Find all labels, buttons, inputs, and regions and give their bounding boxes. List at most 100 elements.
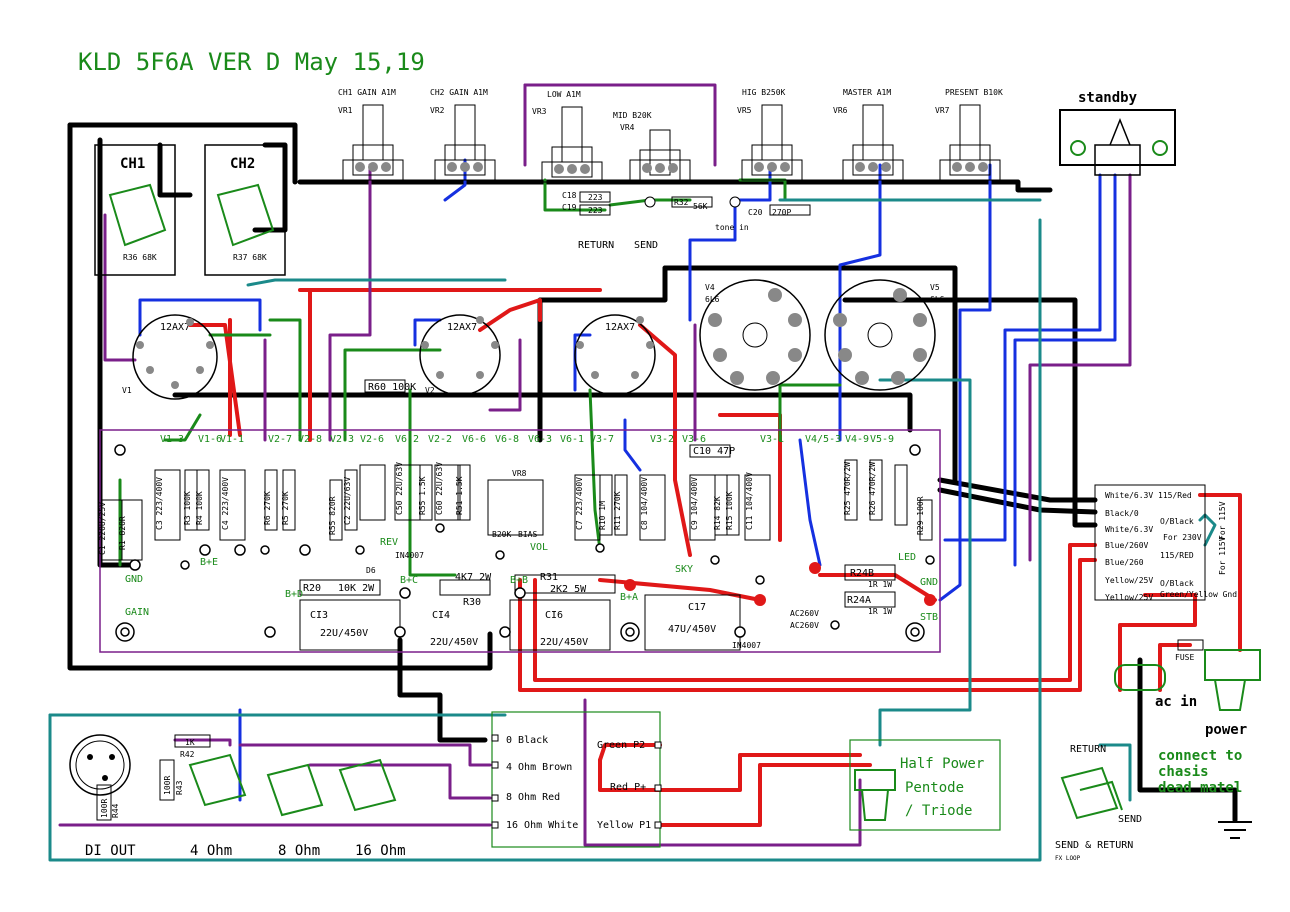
fx-loop-jacks: RETURN SEND SEND & RETURN FX LOOP — [1055, 744, 1142, 862]
svg-text:4 Ohm Brown: 4 Ohm Brown — [506, 762, 572, 773]
svg-text:chasis: chasis — [1158, 764, 1209, 780]
svg-text:R11 270K: R11 270K — [613, 491, 622, 530]
svg-text:REV: REV — [380, 537, 398, 548]
svg-text:C19: C19 — [562, 203, 577, 212]
svg-text:B20K: B20K — [492, 530, 511, 539]
svg-text:C17: C17 — [688, 602, 706, 613]
svg-text:GND: GND — [125, 574, 143, 585]
svg-text:V6-6: V6-6 — [462, 434, 486, 445]
svg-text:FX LOOP: FX LOOP — [1055, 855, 1081, 862]
svg-text:CH1 GAIN A1M: CH1 GAIN A1M — [338, 88, 396, 97]
svg-text:R15 100K: R15 100K — [725, 491, 734, 530]
svg-text:RETURN: RETURN — [1070, 744, 1106, 755]
svg-text:MASTER A1M: MASTER A1M — [843, 88, 891, 97]
svg-text:R31: R31 — [540, 572, 558, 583]
output-transformer-block: 0 Black 4 Ohm Brown 8 Ohm Red 16 Ohm Whi… — [491, 711, 662, 848]
svg-text:CI3: CI3 — [310, 610, 328, 621]
svg-text:V2-3: V2-3 — [330, 434, 354, 445]
svg-text:VR6: VR6 — [833, 106, 848, 115]
svg-text:C7 223/400V: C7 223/400V — [575, 477, 584, 530]
svg-text:Red P+: Red P+ — [610, 782, 646, 793]
board-values: C1 220U/25V R1 820R C3 223/400V R3 100K … — [98, 382, 938, 650]
svg-text:V2: V2 — [425, 386, 435, 395]
svg-text:V5: V5 — [930, 283, 940, 292]
svg-text:R1 820R: R1 820R — [118, 516, 127, 550]
svg-text:Black/0: Black/0 — [1105, 509, 1139, 518]
svg-text:R3 100K: R3 100K — [183, 491, 192, 525]
svg-text:R37 68K: R37 68K — [233, 253, 267, 262]
svg-text:Green P2: Green P2 — [597, 740, 645, 751]
svg-text:V1-3: V1-3 — [160, 434, 184, 445]
svg-text:GND: GND — [920, 577, 938, 588]
pots: CH1 GAIN A1M VR1 CH2 GAIN A1M VR2 LOW A1… — [338, 88, 1003, 183]
svg-text:HIG B250K: HIG B250K — [742, 88, 786, 97]
svg-text:power: power — [1205, 722, 1247, 738]
svg-text:For 115V: For 115V — [1218, 501, 1227, 540]
svg-text:R14 82K: R14 82K — [713, 496, 722, 530]
svg-text:V3-6: V3-6 — [682, 434, 706, 445]
svg-text:For 115V: For 115V — [1218, 536, 1227, 575]
svg-text:1K: 1K — [185, 738, 195, 747]
svg-text:dead matel: dead matel — [1158, 780, 1242, 796]
svg-text:22U/450V: 22U/450V — [430, 637, 478, 648]
svg-text:V3-1: V3-1 — [760, 434, 784, 445]
svg-text:CI6: CI6 — [545, 610, 563, 621]
diagram-title: KLD 5F6A VER D May 15,19 — [78, 48, 425, 76]
svg-text:FUSE: FUSE — [1175, 653, 1194, 662]
svg-text:Yellow/25V: Yellow/25V — [1105, 593, 1153, 602]
svg-text:C60 22U/63V: C60 22U/63V — [435, 462, 444, 515]
svg-text:BIAS: BIAS — [518, 530, 537, 539]
svg-text:C18: C18 — [562, 191, 577, 200]
tube-v2: 12AX7 V2 — [419, 314, 501, 396]
svg-text:V2-6: V2-6 — [360, 434, 384, 445]
svg-text:R24A: R24A — [847, 595, 871, 606]
svg-text:V2-8: V2-8 — [298, 434, 322, 445]
svg-text:R20: R20 — [303, 583, 321, 594]
svg-text:B+D: B+D — [285, 589, 303, 600]
svg-text:AC260V: AC260V — [790, 621, 819, 630]
svg-text:0 Black: 0 Black — [506, 735, 548, 746]
svg-text:47U/450V: 47U/450V — [668, 624, 716, 635]
svg-text:CH1: CH1 — [120, 156, 145, 172]
red-pads — [624, 562, 936, 606]
svg-text:C1 220U/25V: C1 220U/25V — [98, 502, 107, 555]
svg-text:CI4: CI4 — [432, 610, 450, 621]
svg-text:Blue/260V: Blue/260V — [1105, 541, 1149, 550]
svg-text:1R 1W: 1R 1W — [868, 580, 892, 589]
svg-text:V3-2: V3-2 — [650, 434, 674, 445]
svg-text:R36 68K: R36 68K — [123, 253, 157, 262]
svg-text:AC260V: AC260V — [790, 609, 819, 618]
ch1-input-jack: CH1 R36 68K — [94, 144, 176, 276]
svg-text:10K 2W: 10K 2W — [338, 583, 375, 594]
svg-text:V2-7: V2-7 — [268, 434, 292, 445]
svg-text:White/6.3V: White/6.3V — [1105, 525, 1153, 534]
svg-text:DI OUT: DI OUT — [85, 843, 136, 859]
svg-text:VR8: VR8 — [512, 469, 527, 478]
svg-text:V6-8: V6-8 — [495, 434, 519, 445]
ch2-input-jack: CH2 R37 68K — [204, 144, 286, 276]
svg-text:VR3: VR3 — [532, 107, 547, 116]
svg-text:VR5: VR5 — [737, 106, 752, 115]
svg-text:VOL: VOL — [530, 542, 548, 553]
svg-text:/ Triode: / Triode — [905, 803, 972, 819]
svg-text:C50 22U/63V: C50 22U/63V — [395, 462, 404, 515]
svg-text:6L6: 6L6 — [930, 295, 945, 304]
svg-text:R25 470R/2W: R25 470R/2W — [843, 462, 852, 515]
svg-text:R32: R32 — [674, 198, 689, 207]
svg-text:SKY: SKY — [675, 564, 693, 575]
svg-text:CH2: CH2 — [230, 156, 255, 172]
svg-text:12AX7: 12AX7 — [447, 322, 477, 333]
svg-text:12AX7: 12AX7 — [605, 322, 635, 333]
svg-text:B+C: B+C — [400, 575, 418, 586]
svg-text:R55 820R: R55 820R — [328, 496, 337, 535]
svg-text:56K: 56K — [693, 202, 708, 211]
svg-text:270P: 270P — [772, 208, 791, 217]
svg-text:GAIN: GAIN — [125, 607, 149, 618]
svg-text:R10 1M: R10 1M — [598, 501, 607, 530]
svg-text:R29 100R: R29 100R — [916, 496, 925, 535]
svg-text:Green/Yellow Gnd: Green/Yellow Gnd — [1160, 590, 1237, 599]
svg-text:V4: V4 — [705, 283, 715, 292]
tone-stack: C18 223 C19 223 R32 56K C20 270P tone in… — [562, 191, 811, 251]
svg-text:IN4007: IN4007 — [732, 641, 761, 650]
tube-v4: V4 6L6 — [699, 279, 811, 391]
